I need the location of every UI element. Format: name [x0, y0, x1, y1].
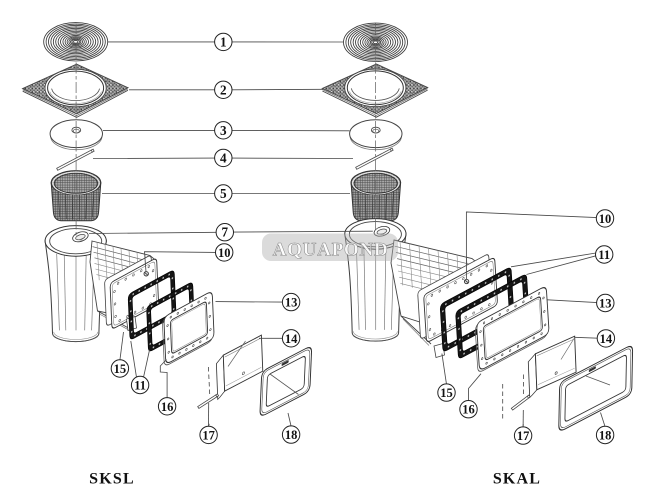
- svg-text:7: 7: [222, 225, 229, 240]
- svg-text:11: 11: [134, 379, 146, 393]
- svg-text:10: 10: [218, 246, 231, 260]
- svg-text:SKAL: SKAL: [493, 471, 541, 488]
- svg-text:17: 17: [202, 428, 215, 442]
- svg-text:15: 15: [114, 362, 127, 376]
- svg-text:15: 15: [440, 386, 453, 400]
- svg-text:1: 1: [220, 34, 227, 49]
- svg-text:13: 13: [599, 297, 612, 311]
- svg-text:5: 5: [220, 186, 227, 201]
- svg-text:17: 17: [517, 429, 530, 443]
- svg-text:AQUAPOND: AQUAPOND: [273, 240, 389, 261]
- svg-text:10: 10: [599, 212, 612, 226]
- svg-text:3: 3: [220, 123, 227, 138]
- svg-text:4: 4: [220, 150, 227, 165]
- svg-text:16: 16: [462, 403, 475, 417]
- svg-text:11: 11: [598, 248, 610, 262]
- svg-text:13: 13: [285, 296, 298, 310]
- svg-text:SKSL: SKSL: [89, 471, 135, 488]
- svg-text:2: 2: [220, 82, 227, 97]
- svg-text:14: 14: [285, 332, 298, 346]
- svg-text:18: 18: [285, 428, 298, 442]
- svg-text:16: 16: [161, 400, 174, 414]
- svg-text:14: 14: [600, 332, 613, 346]
- svg-text:18: 18: [599, 429, 612, 443]
